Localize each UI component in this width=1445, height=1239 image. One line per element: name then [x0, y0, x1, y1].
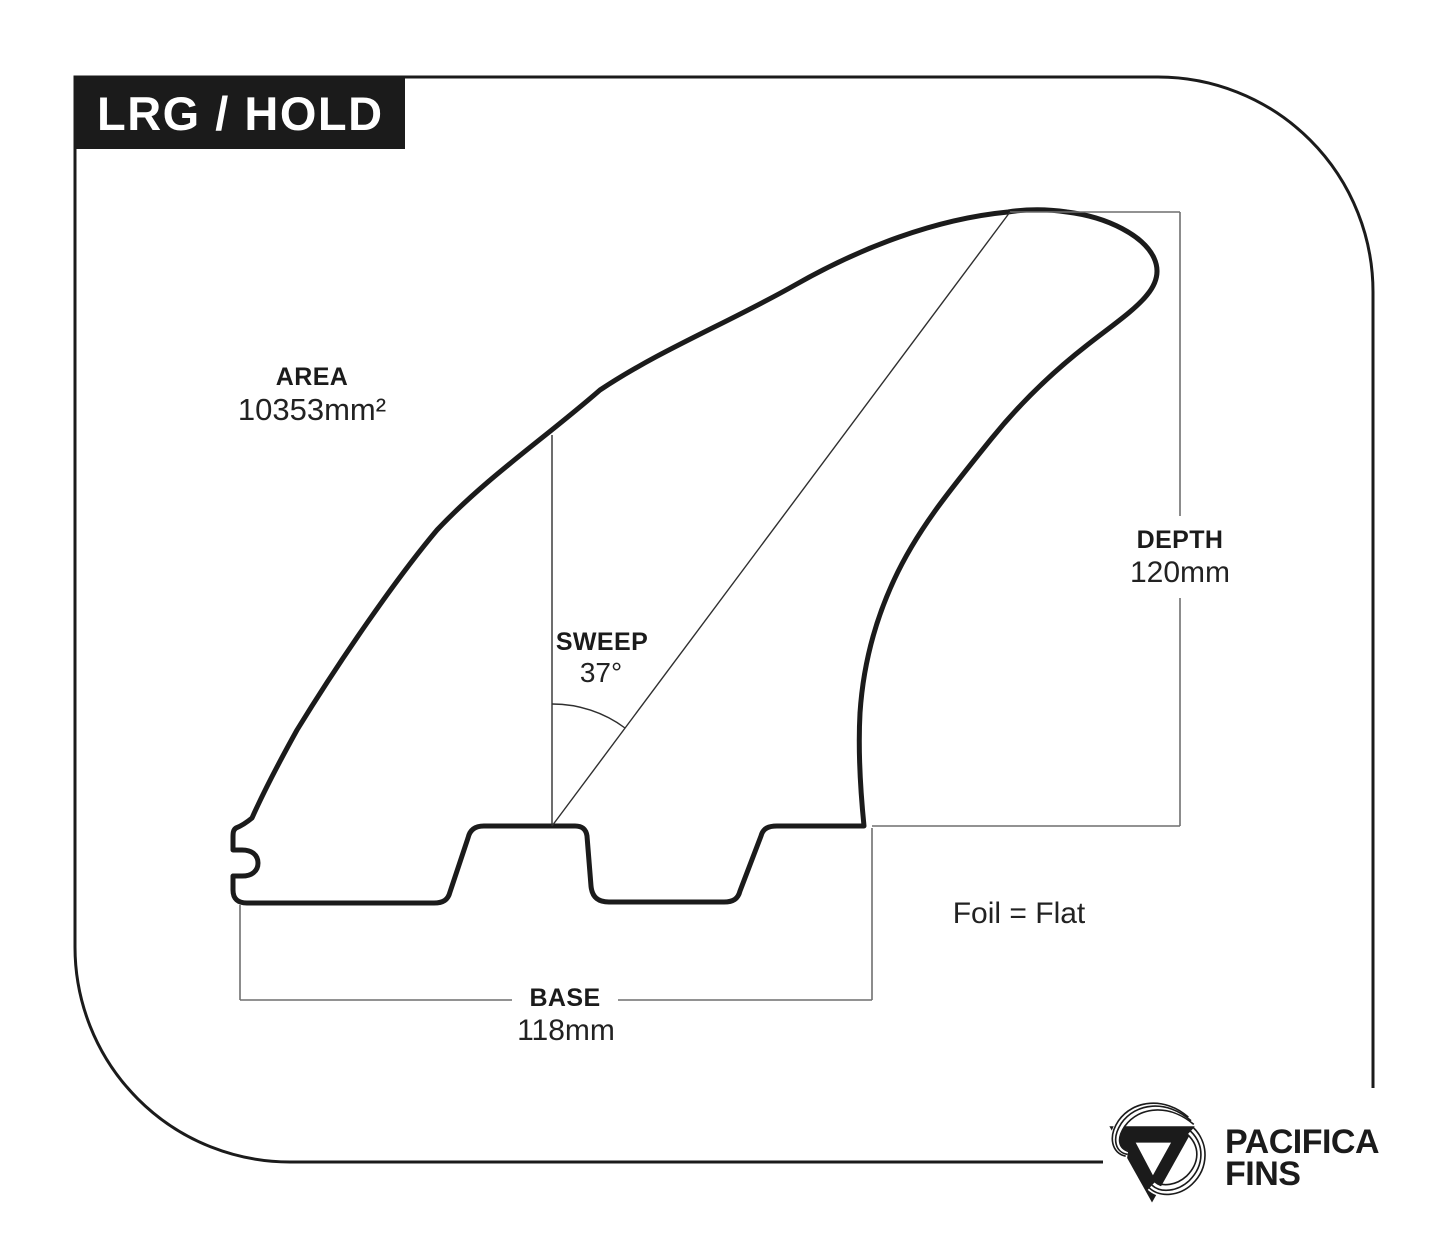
area-label: AREA	[275, 363, 349, 391]
pacifica-fins-logo: PACIFICA FINS	[1103, 1088, 1413, 1228]
brand-wordmark: PACIFICA FINS	[1225, 1122, 1380, 1193]
base-label: BASE	[529, 984, 601, 1012]
foil-note: Foil = Flat	[952, 897, 1086, 930]
base-value: 118mm	[517, 1014, 615, 1047]
fin-outline	[230, 207, 1160, 906]
sweep-label: SWEEP	[555, 628, 649, 656]
pacifica-fins-logo-mark	[1109, 1101, 1207, 1203]
sweep-value: 37°	[579, 657, 623, 688]
depth-value: 120mm	[1129, 556, 1231, 589]
brand-line1: PACIFICA	[1225, 1122, 1380, 1161]
depth-label: DEPTH	[1136, 526, 1224, 554]
upper-swoosh	[1111, 1102, 1195, 1157]
area-value: 10353mm²	[237, 392, 387, 427]
depth-dimension-lines	[872, 211, 1181, 827]
title-plate: LRG / HOLD	[75, 78, 405, 149]
brand-line2: FINS	[1225, 1155, 1301, 1193]
base-dimension-lines	[239, 828, 873, 1001]
page-title: LRG / HOLD	[97, 87, 384, 140]
lower-swoosh	[1148, 1126, 1206, 1196]
sweep-angle-lines	[551, 211, 1011, 827]
